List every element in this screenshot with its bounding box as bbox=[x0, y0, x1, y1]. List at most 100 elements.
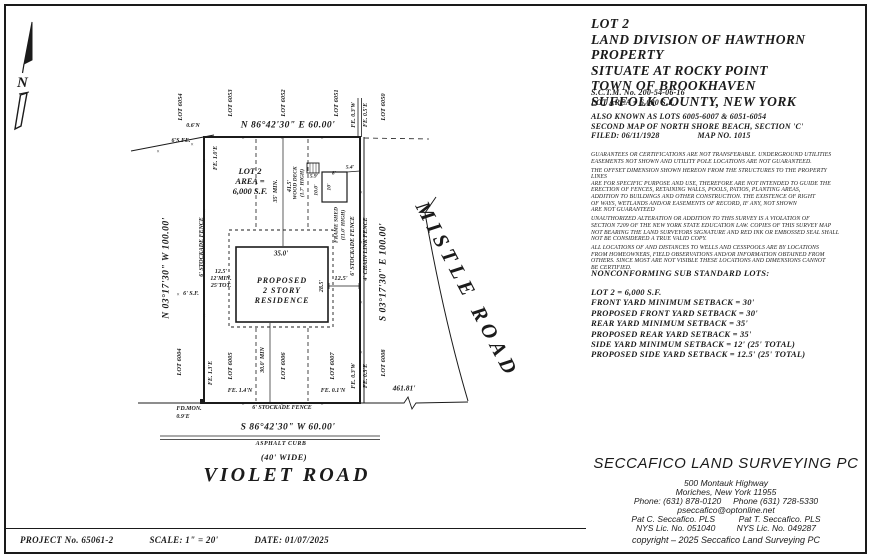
dim-5-4: 5.4' bbox=[345, 164, 355, 171]
shed-dim-left: 10.0' bbox=[313, 184, 320, 196]
svg-text:N: N bbox=[16, 75, 29, 91]
svg-text:×: × bbox=[202, 366, 205, 372]
residence-line3: RESIDENCE bbox=[254, 296, 310, 305]
dim-8: 8' bbox=[331, 170, 337, 177]
svg-text:×: × bbox=[156, 149, 159, 155]
bearing-west-label: N 03°17'30" W 100.00' bbox=[161, 217, 172, 319]
svg-text:×: × bbox=[359, 350, 362, 356]
lot-area-line3: 6,000 S.F. bbox=[232, 185, 268, 196]
lot-6052-label: LOT 6052 bbox=[279, 89, 287, 117]
nonconforming-block: NONCONFORMING SUB STANDARD LOTS: LOT 2 =… bbox=[591, 268, 805, 360]
note-paragraph-3: UNAUTHORIZED ALTERATION OR ADDITION TO T… bbox=[591, 216, 840, 243]
monument-label-1: FD.MON. bbox=[176, 406, 202, 412]
svg-text:×: × bbox=[280, 136, 283, 142]
company-phones: Phone: (631) 878-0120 Phone (631) 728-53… bbox=[633, 496, 819, 506]
monument-label-2: 0.9'E bbox=[176, 414, 190, 420]
svg-text:×: × bbox=[202, 313, 205, 319]
company-name: SECCAFICO LAND SURVEYING PC bbox=[593, 455, 859, 472]
lot-area-note: LOT AREA = 6,000 S.F. bbox=[591, 97, 675, 107]
lot-area-line1: LOT 2 bbox=[238, 165, 262, 176]
nonconforming-heading: NONCONFORMING SUB STANDARD LOTS: bbox=[591, 268, 770, 278]
violet-road-width-label: (40' WIDE) bbox=[260, 451, 308, 462]
title-line-4: TOWN OF BROOKHAVEN bbox=[591, 78, 756, 93]
company-licenses: NYS Lic. No. 051040 NYS Lic. No. 049287 bbox=[635, 523, 816, 533]
svg-text:×: × bbox=[359, 240, 362, 246]
company-surveyors: Pat C. Seccafico. PLS Pat T. Seccafico. … bbox=[631, 514, 821, 524]
title-line-5: SUFFOLK COUNTY, NEW YORK bbox=[591, 93, 797, 109]
fence-offset-ne-1: FE. 0.3'W bbox=[351, 102, 357, 128]
side-setback-west-2: 12'MIN. bbox=[210, 276, 232, 282]
sctm-number: S.C.T.M. No. 200-54-06-16 bbox=[591, 88, 685, 97]
fence-mark-west-label: 6' S.F. bbox=[183, 291, 199, 297]
nonconforming-line-2: FRONT YARD MINIMUM SETBACK = 30' bbox=[591, 297, 755, 308]
svg-text:×: × bbox=[202, 158, 205, 164]
also-known-as: ALSO KNOWN AS LOTS 6005-6007 & 6051-6054 bbox=[591, 112, 767, 121]
aka-block: ALSO KNOWN AS LOTS 6005-6007 & 6051-6054… bbox=[591, 112, 803, 141]
residence-line2: 2 STORY bbox=[262, 286, 302, 295]
survey-notes: GUARANTEES OR CERTIFICATIONS ARE NOT TRA… bbox=[591, 152, 841, 274]
svg-text:×: × bbox=[359, 300, 362, 306]
bearing-north-label: N 86°42'30" E 60.00' bbox=[240, 120, 336, 131]
shed-label-2: (11.0' HIGH) bbox=[340, 209, 347, 241]
footer-divider bbox=[6, 528, 586, 529]
front-setback-label: 30.0' MIN bbox=[260, 347, 266, 373]
note-paragraph-2: THE OFFSET DIMENSION SHOWN HEREON FROM T… bbox=[591, 167, 831, 214]
svg-text:×: × bbox=[359, 190, 362, 196]
residence-line1: PROPOSED bbox=[256, 276, 308, 285]
sctm-block: S.C.T.M. No. 200-54-06-16 LOT AREA = 6,0… bbox=[591, 88, 685, 107]
rear-setback-min-label: 35' MIN. bbox=[273, 179, 279, 203]
filed-date: FILED: 06/11/1928 bbox=[591, 131, 660, 141]
fence-offset-sw: FE. 1.3'E bbox=[208, 360, 214, 386]
project-number: PROJECT No. 65061-2 bbox=[20, 535, 114, 545]
map-reference: SECOND MAP OF NORTH SHORE BEACH, SECTION… bbox=[591, 121, 804, 131]
lot-6053-label: LOT 6053 bbox=[226, 89, 234, 117]
side-offset-east-label: 12.5' bbox=[334, 274, 348, 282]
side-setback-west-3: 25'TOT. bbox=[210, 283, 232, 289]
deck-label-1: WOOD DECK bbox=[292, 166, 299, 200]
fence-offset-se-1: FE. 0.3'W bbox=[351, 363, 357, 389]
asphalt-curb-label: ASPHALT CURB bbox=[255, 441, 307, 447]
title-block: LOT 2 LAND DIVISION OF HAWTHORN PROPERTY… bbox=[591, 16, 871, 109]
nonconforming-line-6: SIDE YARD MINIMUM SETBACK = 12' (25' TOT… bbox=[591, 339, 796, 350]
lot-area-line2: AREA = bbox=[235, 175, 265, 186]
fence-offset-nw-2: 6'S.FE. bbox=[171, 138, 191, 144]
svg-text:×: × bbox=[320, 136, 323, 142]
lot-6007-label: LOT 6007 bbox=[328, 352, 336, 380]
fence-east-label-2: 4' CHAIN LINK FENCE bbox=[363, 217, 369, 281]
fence-offset-se-2: FE. 0.3'E bbox=[363, 363, 369, 389]
lot-6050-label: LOT 6050 bbox=[379, 93, 387, 121]
svg-text:×: × bbox=[176, 292, 179, 298]
company-email: pseccafico@optonline.net bbox=[677, 505, 775, 515]
svg-text:×: × bbox=[202, 208, 205, 214]
shed-label-1: FRAME SHED bbox=[333, 207, 340, 243]
shed-dim-inside: 10' bbox=[326, 183, 333, 191]
fence-offset-ne-2: FE. 0.5'E bbox=[363, 102, 369, 128]
lot-6006-label: LOT 6006 bbox=[279, 352, 287, 380]
sheet-border bbox=[4, 4, 867, 554]
dim-5-9: 5.9' bbox=[309, 173, 319, 180]
note-paragraph-4: ALL LOCATIONS OF AND DISTANCES TO WELLS … bbox=[591, 245, 826, 271]
lot-6051-label: LOT 6051 bbox=[332, 89, 340, 117]
drawing-scale: SCALE: 1" = 20' bbox=[149, 535, 219, 545]
bearing-east-label: S 03°17'30" E 100.00' bbox=[378, 222, 389, 322]
lot-6008-label: LOT 6008 bbox=[379, 349, 387, 377]
nonconforming-line-3: PROPOSED FRONT YARD SETBACK = 30' bbox=[591, 307, 758, 318]
residence-width-label: 35.0' bbox=[273, 249, 289, 258]
nonconforming-line-4: REAR YARD MINIMUM SETBACK = 35' bbox=[591, 318, 748, 329]
svg-text:×: × bbox=[241, 402, 244, 408]
svg-text:×: × bbox=[190, 142, 193, 148]
nonconforming-line-5: PROPOSED REAR YARD SETBACK = 35' bbox=[591, 328, 752, 339]
map-number: MAP NO. 1015 bbox=[697, 131, 751, 141]
bearing-south-label: S 86°42'30" W 60.00' bbox=[240, 422, 336, 433]
nonconforming-line-1: LOT 2 = 6,000 S.F. bbox=[591, 287, 662, 297]
footer-bar: PROJECT No. 65061-2 SCALE: 1" = 20' DATE… bbox=[20, 535, 329, 545]
company-block: SECCAFICO LAND SURVEYING PC 500 Montauk … bbox=[588, 455, 864, 545]
company-address-1: 500 Montauk Highway bbox=[683, 478, 769, 488]
fence-west-label: 6' STOCKADE FENCE bbox=[199, 217, 205, 277]
side-setback-west-1: 12.5' bbox=[214, 269, 228, 275]
svg-text:×: × bbox=[320, 402, 323, 408]
fence-offset-s-2: FE. 0.1'N bbox=[320, 388, 346, 394]
deck-label-2: (1.7' HIGH) bbox=[299, 168, 306, 198]
